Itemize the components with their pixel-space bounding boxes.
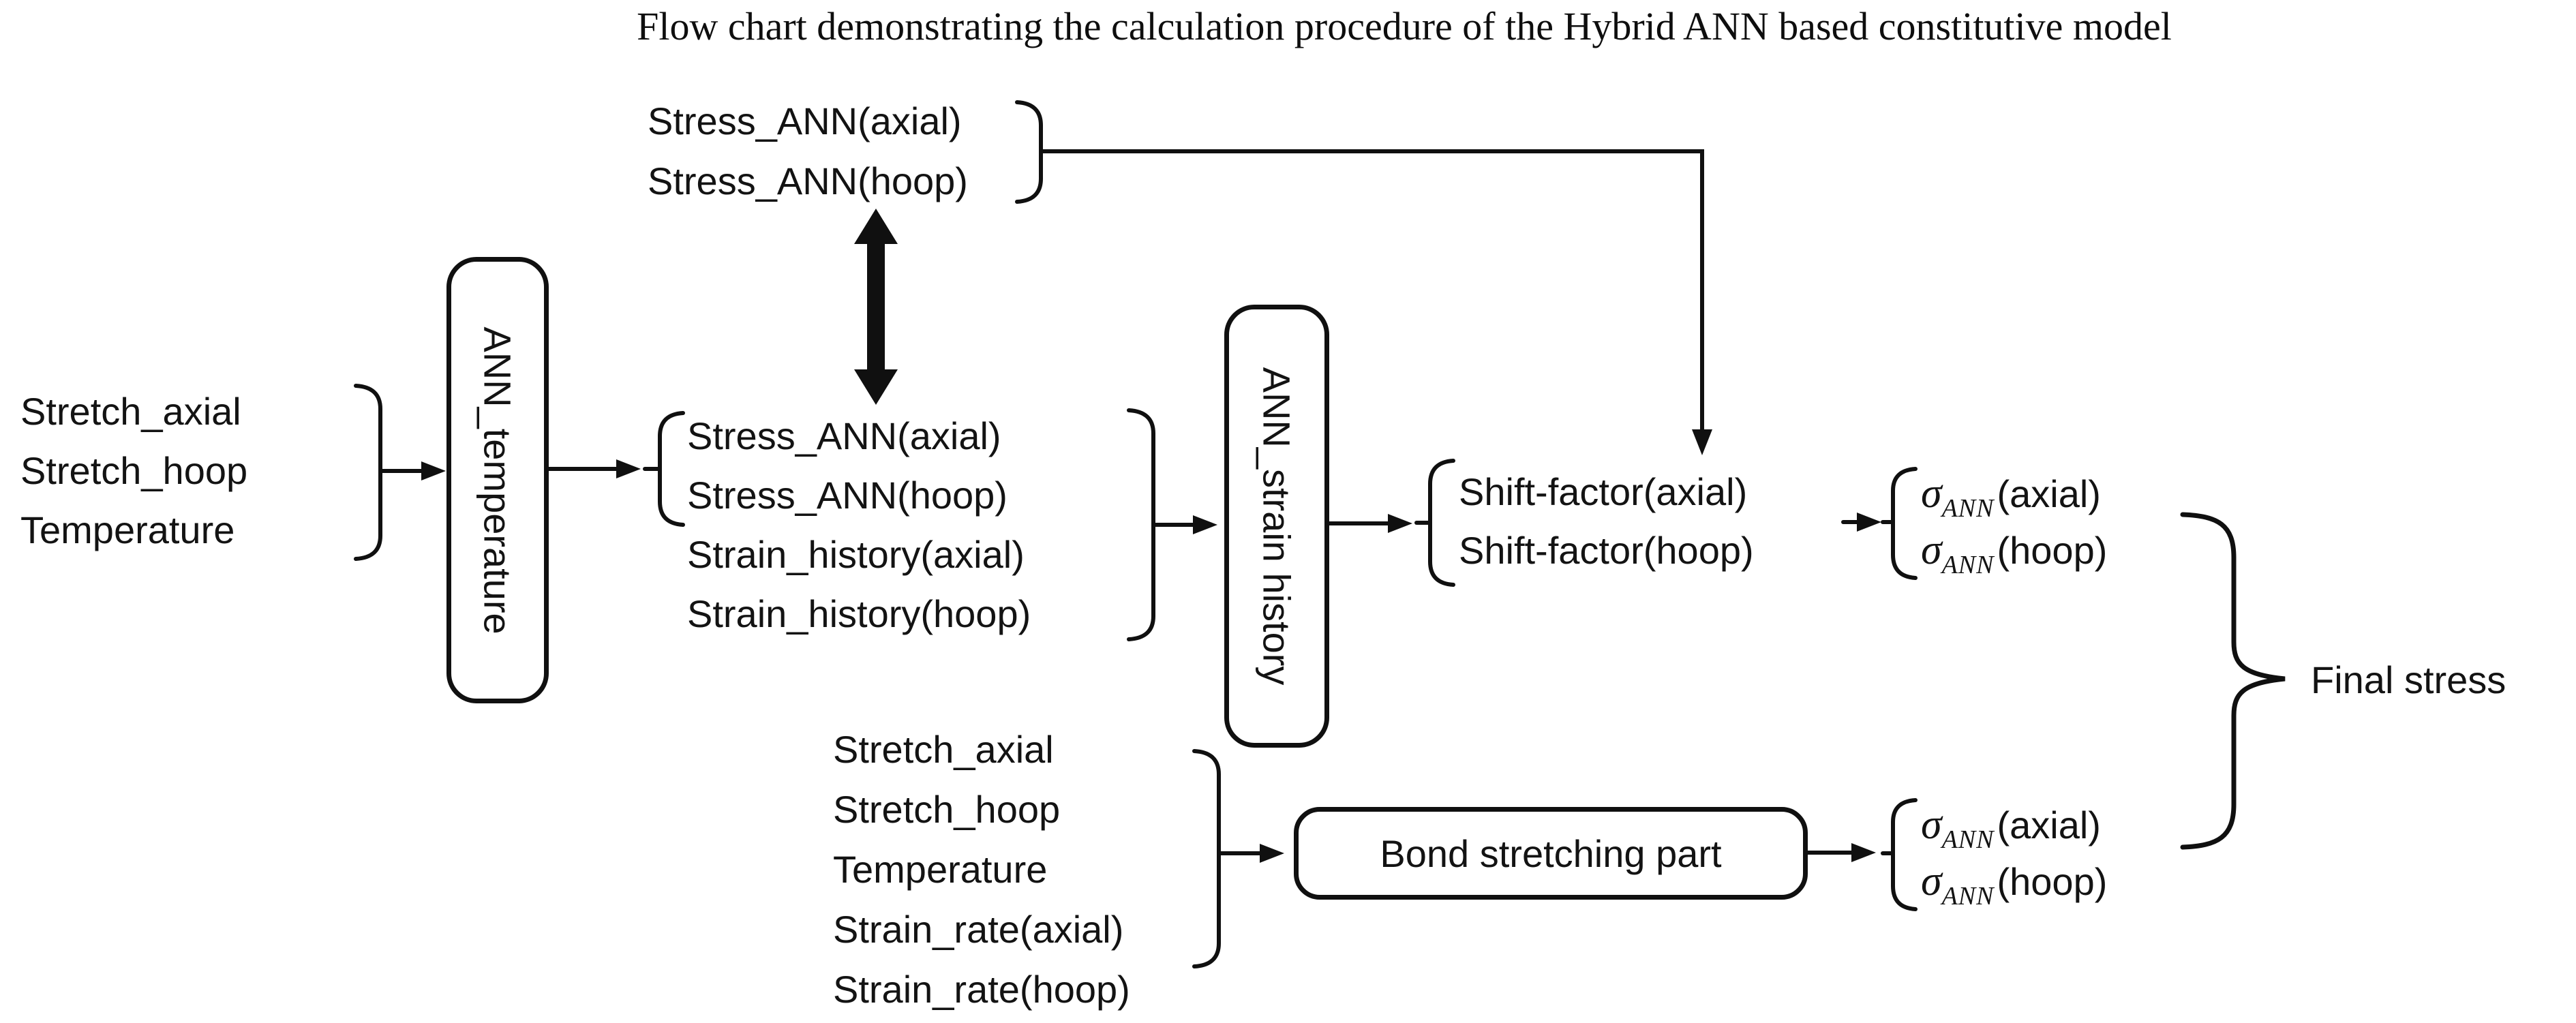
- top-output-item: Stress_ANN(hoop): [648, 159, 968, 202]
- sigma-argument: (hoop): [1997, 860, 2108, 903]
- sigma-top-bracket: [1891, 467, 1918, 580]
- ann-temperature-box: ANN_temperature: [446, 257, 549, 703]
- sigma-top-item: σANN(axial): [1921, 469, 2101, 533]
- ann-strain-history-box: ANN_strain history: [1224, 305, 1329, 748]
- sigma-subscript: ANN: [1941, 882, 1995, 911]
- ann-strain-history-box-label: ANN_strain history: [1255, 367, 1299, 686]
- ann-temperature-box-label: ANN_temperature: [476, 326, 519, 635]
- sigma-subscript: ANN: [1941, 494, 1995, 523]
- final-stress-label: Final stress: [2311, 658, 2506, 701]
- arrowhead-inputs-to-bond: [1260, 844, 1284, 863]
- shift-factor-item: Shift-factor(hoop): [1459, 529, 1754, 572]
- sigma-subscript: ANN: [1941, 551, 1995, 579]
- bond-input-item: Strain_rate(axial): [833, 908, 1124, 951]
- intermediate-item: Strain_history(axial): [687, 533, 1025, 576]
- intermediate-item: Strain_history(hoop): [687, 592, 1031, 635]
- bond-inputs-bracket: [1192, 749, 1221, 968]
- top-output-item: Stress_ANN(axial): [648, 100, 962, 142]
- sigma-bottom-bracket: [1891, 798, 1918, 911]
- sigma-argument: (axial): [1997, 804, 2101, 846]
- feedback-connector-arrowhead: [1692, 429, 1712, 455]
- bond-stretching-box-label: Bond stretching part: [1380, 831, 1722, 875]
- sigma-argument: (axial): [1997, 472, 2101, 515]
- final-stress-brace: [2180, 512, 2286, 850]
- sigma-symbol: σ: [1921, 801, 1942, 848]
- sigma-bottom-item: σANN(hoop): [1921, 857, 2107, 921]
- arrowhead-bond-out: [1851, 843, 1876, 862]
- intermediate-right-bracket: [1127, 408, 1155, 641]
- intermediate-item: Stress_ANN(hoop): [687, 474, 1007, 517]
- sigma-subscript: ANN: [1941, 825, 1995, 854]
- shift-factor-item: Shift-factor(axial): [1459, 470, 1748, 513]
- bond-stretching-box: Bond stretching part: [1294, 807, 1808, 900]
- intermediate-item: Stress_ANN(axial): [687, 414, 1001, 457]
- diagram-title: Flow chart demonstrating the calculation…: [637, 4, 2172, 48]
- intermediate-left-bracket: [658, 411, 685, 527]
- temperature-inputs-bracket: [354, 384, 382, 561]
- bond-input-item: Stretch_axial: [833, 728, 1054, 771]
- top-pair-bracket: [1015, 100, 1043, 204]
- bond-input-item: Temperature: [833, 848, 1048, 891]
- arrowhead-ann-strain-out: [1388, 514, 1412, 533]
- sigma-bottom-item: σANN(axial): [1921, 800, 2101, 864]
- sigma-symbol: σ: [1921, 527, 1942, 573]
- sigma-symbol: σ: [1921, 858, 1942, 904]
- arrowhead-shift-to-sigma: [1857, 513, 1881, 532]
- bond-input-item: Strain_rate(hoop): [833, 968, 1130, 1011]
- bond-input-item: Stretch_hoop: [833, 788, 1061, 831]
- shift-factor-bracket: [1428, 459, 1455, 587]
- sigma-argument: (hoop): [1997, 529, 2108, 572]
- arrowhead-intermediate-to-ann-strain: [1193, 515, 1217, 534]
- temperature-input-item: Temperature: [20, 508, 235, 551]
- temperature-input-item: Stretch_hoop: [20, 449, 248, 492]
- arrowhead-ann-temperature-out: [616, 459, 641, 478]
- double-arrow-icon: [854, 209, 898, 405]
- temperature-input-item: Stretch_axial: [20, 390, 241, 433]
- sigma-top-item: σANN(hoop): [1921, 525, 2107, 590]
- feedback-connector-line: [1056, 149, 1704, 433]
- sigma-symbol: σ: [1921, 470, 1942, 517]
- arrowhead-inputs-to-ann-temperature: [421, 461, 446, 480]
